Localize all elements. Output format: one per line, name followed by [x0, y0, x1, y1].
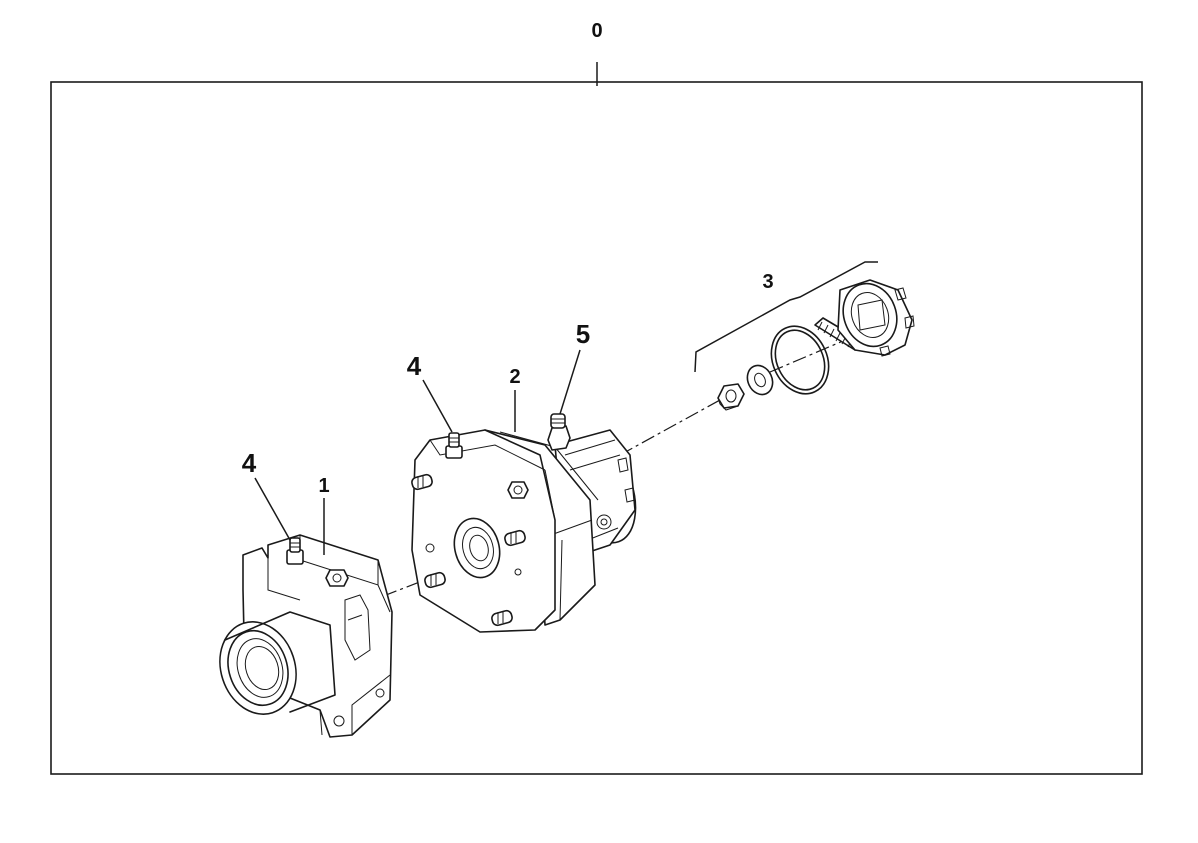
- seal-kit-part: [694, 261, 915, 411]
- fitting-center-leader: [422, 379, 453, 433]
- pump-stud-right: [504, 529, 526, 547]
- seal-kit-nut: [717, 383, 745, 411]
- seal-kit-bracket: [694, 261, 878, 373]
- housing-fitting-left: [286, 537, 304, 565]
- nipple-leader: [559, 349, 581, 415]
- diagram-frame: [50, 81, 1143, 775]
- pump-stud-upper-left: [411, 473, 433, 491]
- callout-3: 3: [762, 271, 773, 293]
- seal-kit-o-ring: [770, 325, 830, 395]
- callout-5: 5: [576, 319, 590, 349]
- housing-bolt: [325, 569, 349, 587]
- seal-kit-washer: [746, 364, 774, 396]
- callout-1: 1: [318, 475, 329, 497]
- pump-body-part: [411, 413, 637, 633]
- callout-2: 2: [509, 366, 520, 388]
- pump-stud-bottom: [491, 609, 513, 627]
- seal-kit-cover: [837, 279, 915, 357]
- pump-fitting-center: [445, 432, 463, 459]
- callout-0: 0: [591, 20, 602, 42]
- housing-part: [219, 534, 393, 738]
- callout-4-left: 4: [242, 448, 257, 478]
- pump-stud-lower-left: [424, 571, 446, 589]
- fitting-left-leader: [254, 477, 291, 541]
- callout-4-center: 4: [407, 351, 422, 381]
- pump-top-bolt: [507, 481, 529, 499]
- pump-nipple: [547, 413, 571, 451]
